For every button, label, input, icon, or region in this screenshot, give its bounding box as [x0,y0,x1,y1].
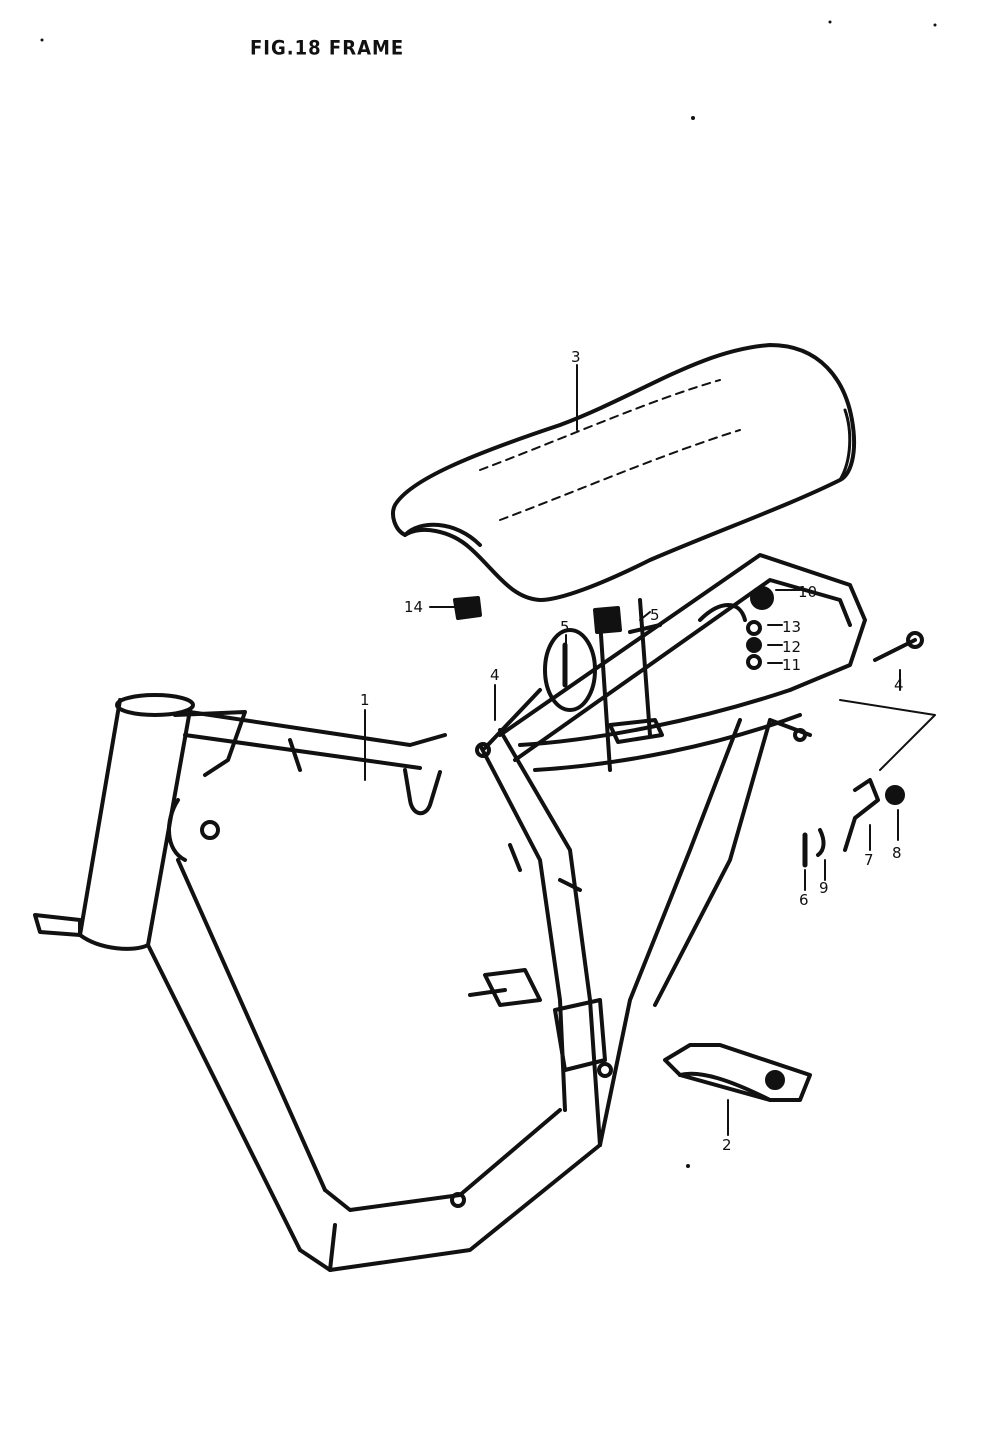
callout-4-left: 4 [490,666,500,684]
hardware [453,586,924,868]
callout-5-bolt: 5 [560,618,570,636]
callout-2: 2 [722,1136,732,1154]
scan-specks [40,20,937,1168]
seat [391,343,857,602]
frame [78,553,867,1272]
callout-1: 1 [360,691,370,709]
callout-9: 9 [819,879,829,897]
callout-10: 10 [798,583,817,601]
figure-title: FIG.18 FRAME [250,36,405,61]
callout-6: 6 [799,891,809,909]
callout-8: 8 [892,844,902,862]
callout-13: 13 [782,618,801,636]
callout-5-clip: 5 [650,606,660,624]
callout-14: 14 [404,598,423,616]
callout-3: 3 [571,348,581,366]
callout-12: 12 [782,638,801,656]
guard-part [663,1043,812,1102]
callout-4-right: 4 [894,676,904,694]
front-tab [33,913,82,937]
callout-7: 7 [864,851,874,869]
callout-11: 11 [782,656,801,674]
